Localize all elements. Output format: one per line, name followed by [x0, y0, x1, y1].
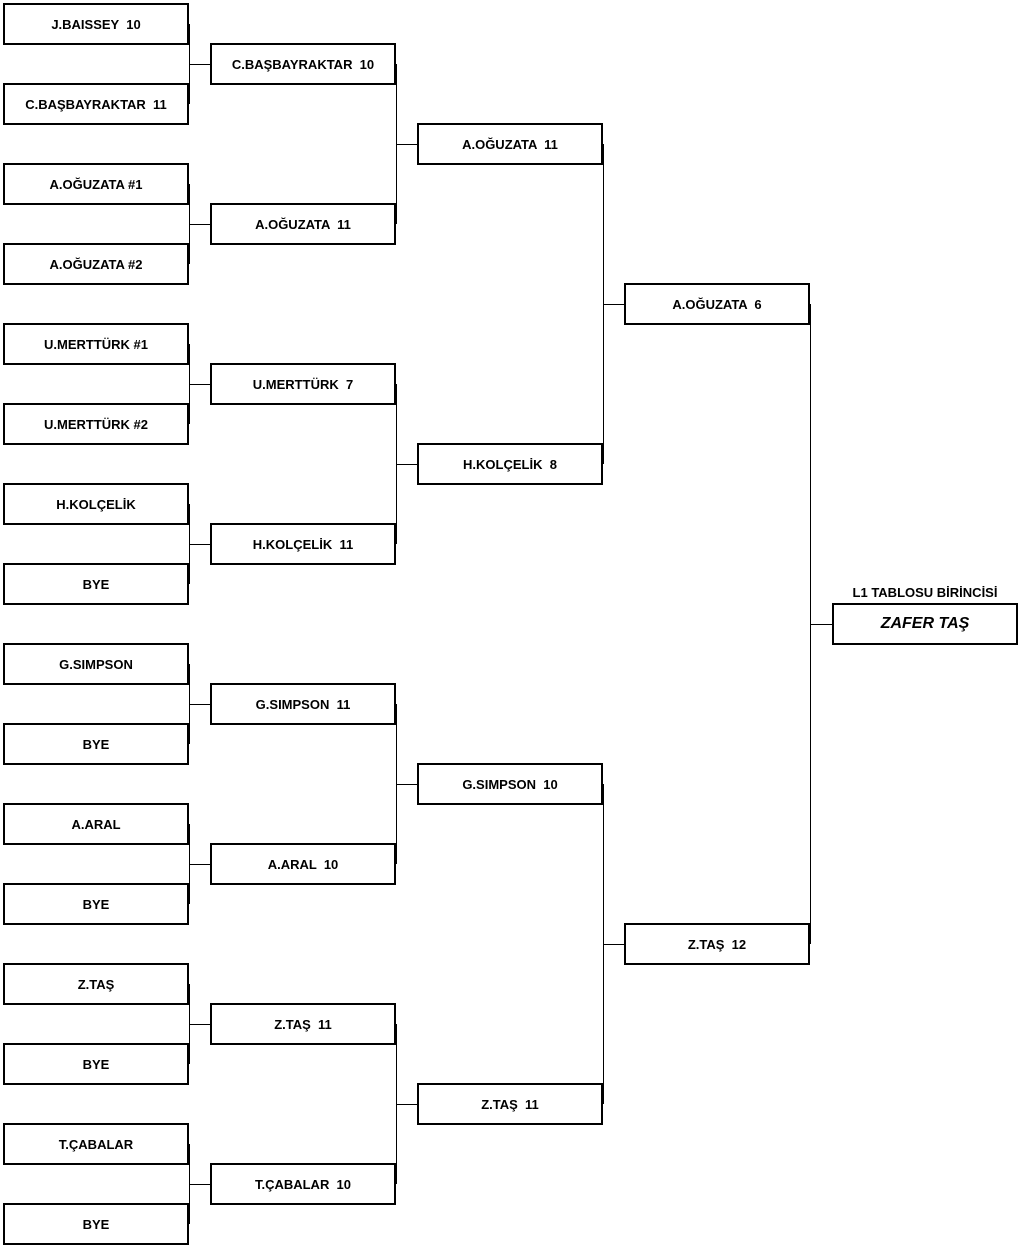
bracket-slot-r2-5: G.SIMPSON 11 — [210, 683, 396, 725]
champion-box: ZAFER TAŞ — [832, 603, 1018, 645]
bracket-slot-r2-4: H.KOLÇELİK 11 — [210, 523, 396, 565]
bracket-slot-r2-3: U.MERTTÜRK 7 — [210, 363, 396, 405]
bracket-slot-r2-6: A.ARAL 10 — [210, 843, 396, 885]
bracket-slot-r1-7: H.KOLÇELİK — [3, 483, 189, 525]
bracket-slot-r1-10: BYE — [3, 723, 189, 765]
bracket-slot-r3-3: G.SIMPSON 10 — [417, 763, 603, 805]
bracket-slot-r2-7: Z.TAŞ 11 — [210, 1003, 396, 1045]
bracket-slot-r1-1: J.BAISSEY 10 — [3, 3, 189, 45]
bracket-slot-r1-12: BYE — [3, 883, 189, 925]
bracket-slot-r1-2: C.BAŞBAYRAKTAR 11 — [3, 83, 189, 125]
champion-title: L1 TABLOSU BİRİNCİSİ — [852, 585, 998, 600]
bracket-slot-r3-1: A.OĞUZATA 11 — [417, 123, 603, 165]
bracket-slot-r1-3: A.OĞUZATA #1 — [3, 163, 189, 205]
bracket-slot-r2-1: C.BAŞBAYRAKTAR 10 — [210, 43, 396, 85]
bracket-slot-r1-8: BYE — [3, 563, 189, 605]
bracket-slot-r3-2: H.KOLÇELİK 8 — [417, 443, 603, 485]
bracket-slot-r1-13: Z.TAŞ — [3, 963, 189, 1005]
bracket-slot-r1-15: T.ÇABALAR — [3, 1123, 189, 1165]
bracket-slot-r1-9: G.SIMPSON — [3, 643, 189, 685]
bracket-slot-r4-2: Z.TAŞ 12 — [624, 923, 810, 965]
bracket-slot-r1-6: U.MERTTÜRK #2 — [3, 403, 189, 445]
bracket-slot-r1-5: U.MERTTÜRK #1 — [3, 323, 189, 365]
bracket-slot-r2-8: T.ÇABALAR 10 — [210, 1163, 396, 1205]
bracket-slot-r1-11: A.ARAL — [3, 803, 189, 845]
bracket-slot-r2-2: A.OĞUZATA 11 — [210, 203, 396, 245]
bracket-slot-r1-4: A.OĞUZATA #2 — [3, 243, 189, 285]
bracket-slot-r1-14: BYE — [3, 1043, 189, 1085]
bracket-slot-r4-1: A.OĞUZATA 6 — [624, 283, 810, 325]
bracket-slot-r3-4: Z.TAŞ 11 — [417, 1083, 603, 1125]
bracket-slot-r1-16: BYE — [3, 1203, 189, 1245]
